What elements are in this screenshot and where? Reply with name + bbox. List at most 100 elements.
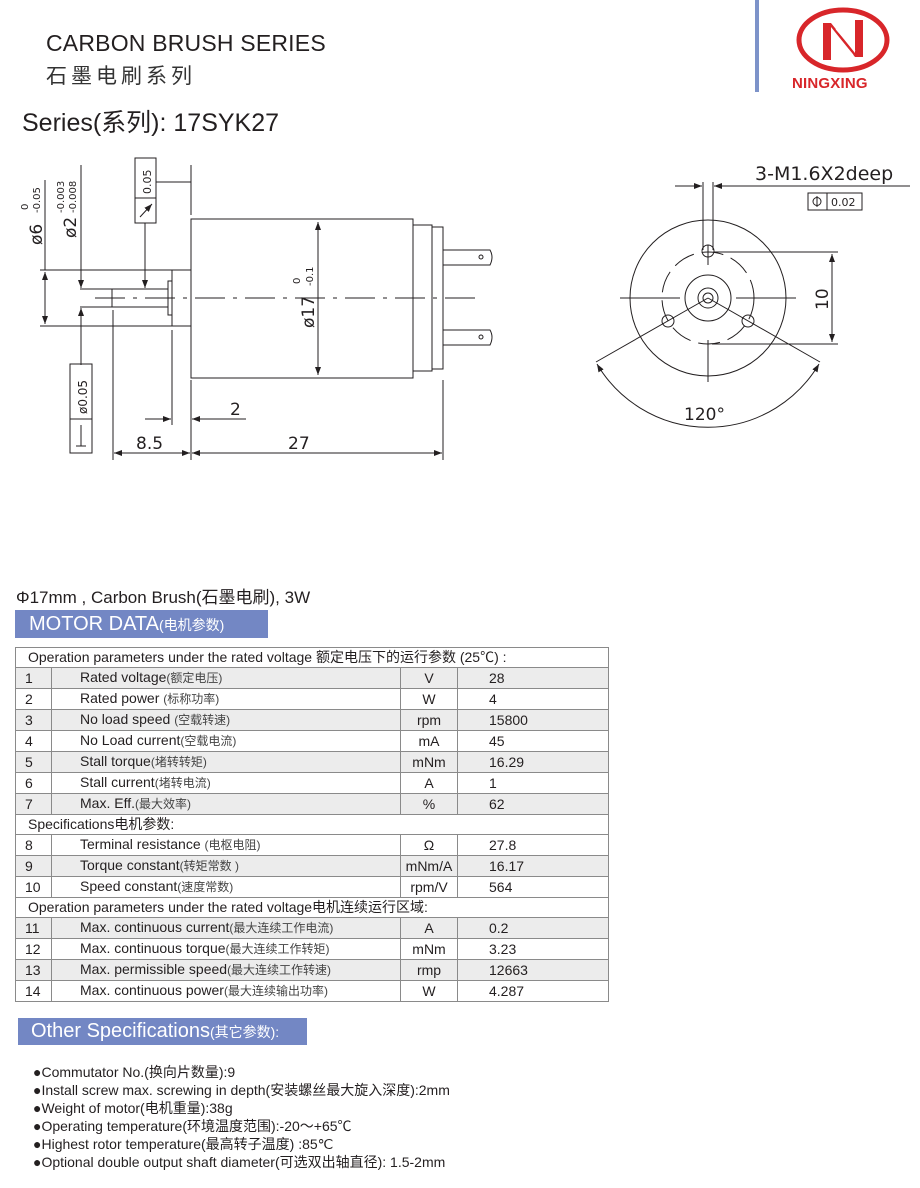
row-number: 2: [15, 688, 52, 710]
value: 62: [457, 793, 609, 815]
parameter-name-cn: (电枢电阻): [204, 838, 261, 852]
parameter-name-en: Rated voltage: [80, 669, 167, 685]
series-label: Series(系列): 17SYK27: [22, 109, 280, 137]
value: 16.29: [457, 751, 609, 773]
value: 4: [457, 688, 609, 710]
row-number: 13: [15, 959, 52, 981]
value: 564: [457, 876, 609, 898]
dia2-label: ø2: [61, 217, 81, 238]
other-spec-heading-en: Other Specifications: [31, 1020, 210, 1042]
parameter-name-cn: (堵转电流): [154, 776, 211, 790]
parameter-name-cn: (空载电流): [180, 734, 237, 748]
parameter-name-en: Max. continuous torque: [80, 940, 226, 956]
dia6-tol-low: -0.05: [32, 187, 43, 213]
other-spec-list: Commutator No.(换向片数量):9 Install screw ma…: [33, 1063, 450, 1171]
value: 1: [457, 772, 609, 794]
angle-label: 120°: [684, 405, 725, 425]
table-row: 9 Torque constant(转矩常数 ) mNm/A 16.17: [15, 855, 609, 877]
parameter-name-cn: (最大效率): [134, 797, 191, 811]
parameter-name-cn: (堵转转矩): [150, 755, 207, 769]
parameter-name: Speed constant(速度常数): [51, 876, 401, 898]
table-row: 3 No load speed (空载转速) rpm 15800: [15, 709, 609, 731]
dim-10: 10: [813, 288, 833, 310]
parameter-name: Max. continuous power(最大连续输出功率): [51, 980, 401, 1002]
dim-27: 27: [288, 434, 310, 454]
ningxing-logo-icon: [796, 7, 890, 73]
unit: rpm/V: [400, 876, 458, 898]
table-row: 5 Stall torque(堵转转矩) mNm 16.29: [15, 751, 609, 773]
parameter-name: Stall current(堵转电流): [51, 772, 401, 794]
table-row: 7 Max. Eff.(最大效率) % 62: [15, 793, 609, 815]
table-row: 12 Max. continuous torque(最大连续工作转矩) mNm …: [15, 938, 609, 960]
row-number: 10: [15, 876, 52, 898]
dia6-label: ø6: [27, 224, 47, 245]
parameter-name-en: Stall current: [80, 774, 155, 790]
parameter-name: Max. Eff.(最大效率): [51, 793, 401, 815]
parameter-name: Torque constant(转矩常数 ): [51, 855, 401, 877]
unit: mA: [400, 730, 458, 752]
table-row: 1 Rated voltage(额定电压) V 28: [15, 667, 609, 689]
title-en: CARBON BRUSH SERIES: [46, 30, 326, 56]
logo-brand: NINGXING: [792, 75, 868, 92]
table-row: 8 Terminal resistance (电枢电阻) Ω 27.8: [15, 834, 609, 856]
unit: Ω: [400, 834, 458, 856]
parameter-name-cn: (速度常数): [177, 880, 234, 894]
unit: V: [400, 667, 458, 689]
list-item: Optional double output shaft diameter(可选…: [33, 1153, 450, 1171]
unit: rpm: [400, 709, 458, 731]
parameter-name-en: Max. permissible speed: [80, 961, 228, 977]
motor-data-heading-cn: (电机参数): [159, 617, 225, 633]
row-number: 12: [15, 938, 52, 960]
row-number: 1: [15, 667, 52, 689]
table-row: 6 Stall current(堵转电流) A 1: [15, 772, 609, 794]
parameter-name: Max. continuous torque(最大连续工作转矩): [51, 938, 401, 960]
value: 27.8: [457, 834, 609, 856]
list-item: Install screw max. screwing in depth(安装螺…: [33, 1081, 449, 1099]
list-item: Highest rotor temperature(最高转子温度) :85℃: [33, 1135, 450, 1153]
motor-end-view-drawing: 3-M1.6X2deep 0.02 10 120°: [595, 163, 910, 428]
unit: A: [400, 917, 458, 939]
parameter-name-en: No Load current: [80, 732, 181, 748]
row-number: 8: [15, 834, 52, 856]
parameter-name-cn: (最大连续工作转矩): [225, 942, 330, 956]
parameter-name: Max. continuous current(最大连续工作电流): [51, 917, 401, 939]
position-tolerance: 0.02: [831, 196, 856, 209]
motor-data-heading-en: MOTOR DATA: [29, 613, 159, 635]
list-item: Weight of motor(电机重量):38g: [33, 1099, 450, 1117]
table-row: 10 Speed constant(速度常数) rpm/V 564: [15, 876, 609, 898]
dim-2: 2: [230, 400, 241, 420]
table-row: 14 Max. continuous power(最大连续输出功率) W 4.2…: [15, 980, 609, 1002]
motor-subtitle: Φ17mm , Carbon Brush(石墨电刷), 3W: [16, 588, 311, 607]
list-item: Commutator No.(换向片数量):9: [33, 1063, 450, 1081]
row-number: 11: [15, 917, 52, 939]
section-title: Operation parameters under the rated vol…: [15, 897, 609, 918]
parameter-name: Stall torque(堵转转矩): [51, 751, 401, 773]
table-row: 11 Max. continuous current(最大连续工作电流) A 0…: [15, 917, 609, 939]
parameter-name-cn: (空载转速): [174, 713, 231, 727]
parameter-name-en: Speed constant: [80, 878, 178, 894]
row-number: 14: [15, 980, 52, 1002]
parameter-name-cn: (标称功率): [163, 692, 220, 706]
unit: rmp: [400, 959, 458, 981]
row-number: 7: [15, 793, 52, 815]
value: 3.23: [457, 938, 609, 960]
section-row: Operation parameters under the rated vol…: [15, 647, 609, 668]
screw-hole: [661, 314, 675, 328]
motor-side-view-drawing: ø6 0 -0.05 ø2 -0.003 -0.008 0.05 ø0.05 ø…: [20, 157, 493, 460]
value: 12663: [457, 959, 609, 981]
motor-data-heading: MOTOR DATA(电机参数): [15, 610, 268, 638]
parameter-name-en: Terminal resistance: [80, 836, 205, 852]
motor-data-table: Operation parameters under the rated vol…: [15, 647, 609, 1002]
screw-hole: [741, 314, 755, 328]
value: 4.287: [457, 980, 609, 1002]
row-number: 3: [15, 709, 52, 731]
table-row: 13 Max. permissible speed(最大连续工作转速) rmp …: [15, 959, 609, 981]
parameter-name-cn: (额定电压): [166, 671, 223, 685]
dia17-tol-up: 0: [292, 278, 303, 284]
value: 28: [457, 667, 609, 689]
parameter-name-en: Max. continuous current: [80, 919, 230, 935]
parameter-name-en: Max. Eff.: [80, 795, 135, 811]
unit: A: [400, 772, 458, 794]
dim-8-5: 8.5: [136, 434, 163, 454]
